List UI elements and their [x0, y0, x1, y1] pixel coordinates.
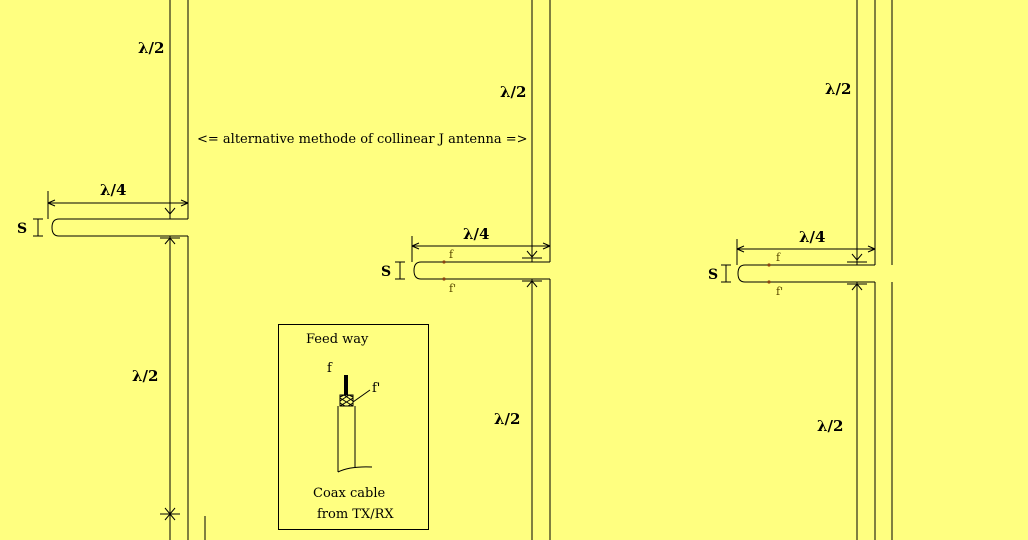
antenna-3 [721, 0, 893, 540]
antenna-2-feed-point-f [442, 260, 446, 264]
antenna-3-lower-half-wave-dimension [847, 283, 867, 291]
antenna-2-upper-half-wave-dimension [522, 250, 542, 259]
antenna-3-feed-point-f-prime [767, 280, 771, 284]
antenna-2-spacing-label: S [381, 264, 391, 280]
antenna-1-spacing-label: S [17, 221, 27, 237]
coax-cable-jacket [337, 406, 373, 473]
antenna-2-spacing-marker [395, 261, 405, 280]
antenna-3-quarter-wave-label: λ/4 [799, 228, 825, 246]
antenna-3-upper-half-wave-label: λ/2 [825, 80, 851, 98]
antenna-1-quarter-wave-label: λ/4 [100, 181, 126, 199]
antenna-1-stub [51, 218, 188, 237]
antenna-2-upper-element [531, 0, 551, 262]
feed-way-cable-line-2: from TX/RX [317, 507, 394, 522]
feed-f-prime-pointer [352, 389, 371, 403]
feed-way-frame [278, 324, 429, 530]
antenna-1-quarter-wave-dimension [47, 191, 189, 219]
antenna-1-spacing-marker [33, 218, 43, 237]
antenna-3-feed-f-label: f [776, 251, 781, 264]
feed-way-cable-line-1: Coax cable [313, 486, 385, 501]
feed-way-title: Feed way [306, 332, 369, 347]
antenna-1-lower-half-wave-dimension [160, 237, 180, 521]
antenna-3-upper-half-wave-dimension [847, 253, 867, 263]
antenna-2-feed-point-f-prime [442, 277, 446, 281]
diagram-caption: <= alternative methode of collinear J an… [197, 132, 528, 147]
antenna-3-upper-element [856, 0, 876, 265]
antenna-2-lower-half-wave-label: λ/2 [494, 410, 520, 428]
coax-braid-shield [339, 394, 354, 407]
antenna-2-quarter-wave-label: λ/4 [463, 225, 489, 243]
antenna-2-upper-half-wave-label: λ/2 [500, 83, 526, 101]
coax-center-conductor [344, 375, 348, 395]
antenna-3-lower-half-wave-label: λ/2 [817, 417, 843, 435]
antenna-2-lower-element [531, 279, 551, 540]
antenna-2-quarter-wave-dimension [411, 236, 551, 262]
feed-way-box [278, 324, 429, 530]
feed-way-f-label: f [327, 361, 333, 376]
antenna-1-upper-half-wave-label: λ/2 [138, 39, 164, 57]
antenna-2-stub [413, 261, 550, 280]
antenna-1 [33, 0, 206, 540]
antenna-3-quarter-wave-dimension [736, 239, 876, 265]
antenna-1-lower-half-wave-label: λ/2 [132, 367, 158, 385]
antenna-2 [395, 0, 551, 540]
antenna-1-upper-half-wave-dimension [164, 0, 176, 215]
antenna-3-stub [737, 264, 875, 283]
antenna-3-spacing-marker [721, 264, 731, 283]
antenna-3-feed-point-f [767, 263, 771, 267]
antenna-2-feed-f-label: f [449, 248, 454, 261]
antenna-1-lower-element [169, 236, 189, 540]
antenna-3-spacing-label: S [708, 267, 718, 283]
antenna-2-lower-half-wave-dimension [522, 280, 542, 288]
feed-way-f-prime-label: f' [372, 381, 380, 396]
antenna-3-feed-f-prime-label: f' [776, 285, 783, 298]
antenna-3-lower-element [856, 282, 876, 540]
antenna-2-feed-f-prime-label: f' [449, 282, 456, 295]
antenna-1-upper-element [169, 0, 189, 219]
